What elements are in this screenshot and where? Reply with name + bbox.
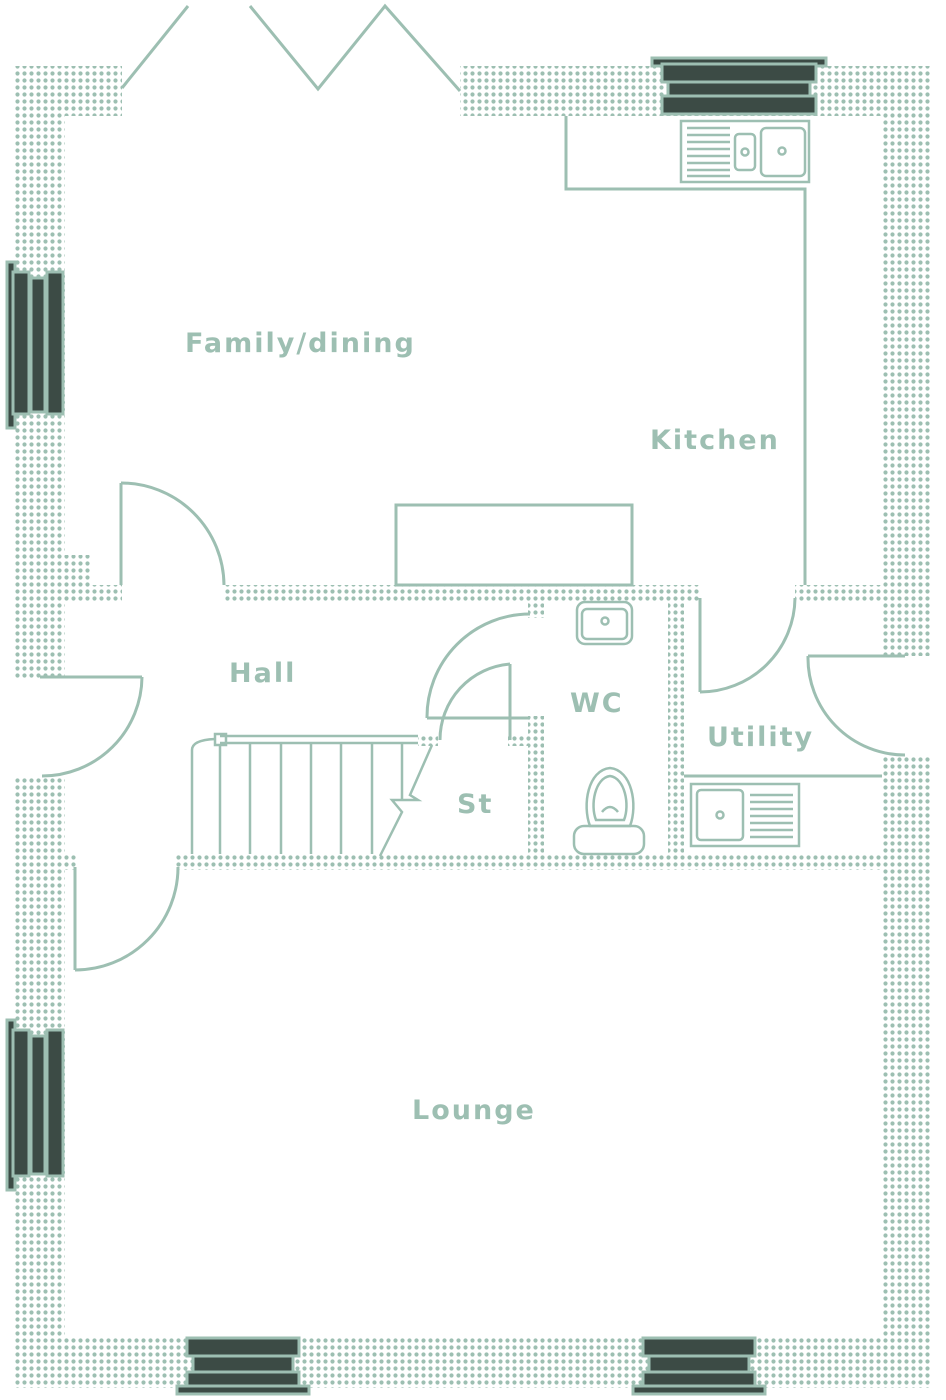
window-left-lounge	[5, 1018, 65, 1192]
window-bottom-left	[175, 1336, 311, 1396]
wall-st-top-right	[508, 736, 530, 746]
room-label-lounge: Lounge	[412, 1095, 536, 1126]
wall-kitchen-utility	[795, 585, 885, 601]
room-label-utility: Utility	[707, 722, 814, 753]
wall-wc-left-lower	[528, 716, 544, 856]
wall-hall-family	[224, 585, 700, 601]
kitchen-sink-icon	[679, 119, 811, 184]
room-label-wc: WC	[570, 688, 624, 719]
wall-right-nib-upper	[882, 598, 932, 656]
dining-sideboard	[394, 503, 634, 587]
window-left-family	[5, 260, 65, 430]
door-hall-family	[119, 481, 226, 586]
wall-hall-family-left	[65, 585, 122, 601]
room-label-hall: Hall	[229, 658, 296, 689]
wall-right-upper	[882, 66, 932, 656]
external-walls	[15, 66, 932, 1388]
door-utility-back	[806, 654, 906, 757]
wall-wc-left-upper	[528, 598, 544, 618]
bifold-doors	[120, 5, 190, 89]
room-label-kitchen: Kitchen	[650, 425, 780, 456]
wall-right-lower	[882, 756, 932, 1388]
utility-sink-icon	[689, 782, 801, 848]
door-kitchen-utility	[698, 597, 797, 694]
wc-basin-icon	[575, 600, 634, 646]
bifold-doors-2	[248, 3, 462, 92]
wall-lounge-top	[176, 854, 882, 870]
door-store	[438, 662, 512, 741]
door-front	[40, 675, 144, 778]
wall-wc-utility	[668, 598, 684, 858]
kitchen-worktop	[564, 116, 807, 585]
room-label-family-dining: Family/dining	[185, 328, 416, 359]
window-bottom-right	[631, 1336, 767, 1396]
room-label-st: St	[457, 789, 493, 820]
toilet-icon	[572, 766, 646, 856]
wall-stair-end	[418, 736, 438, 746]
door-hall-lounge	[73, 866, 180, 972]
window-top-kitchen	[650, 56, 828, 116]
staircase	[190, 732, 434, 857]
wall-bottom	[15, 1338, 932, 1388]
door-wc	[425, 612, 531, 720]
wall-lounge-top-left	[65, 854, 77, 870]
internal-walls	[65, 585, 932, 870]
